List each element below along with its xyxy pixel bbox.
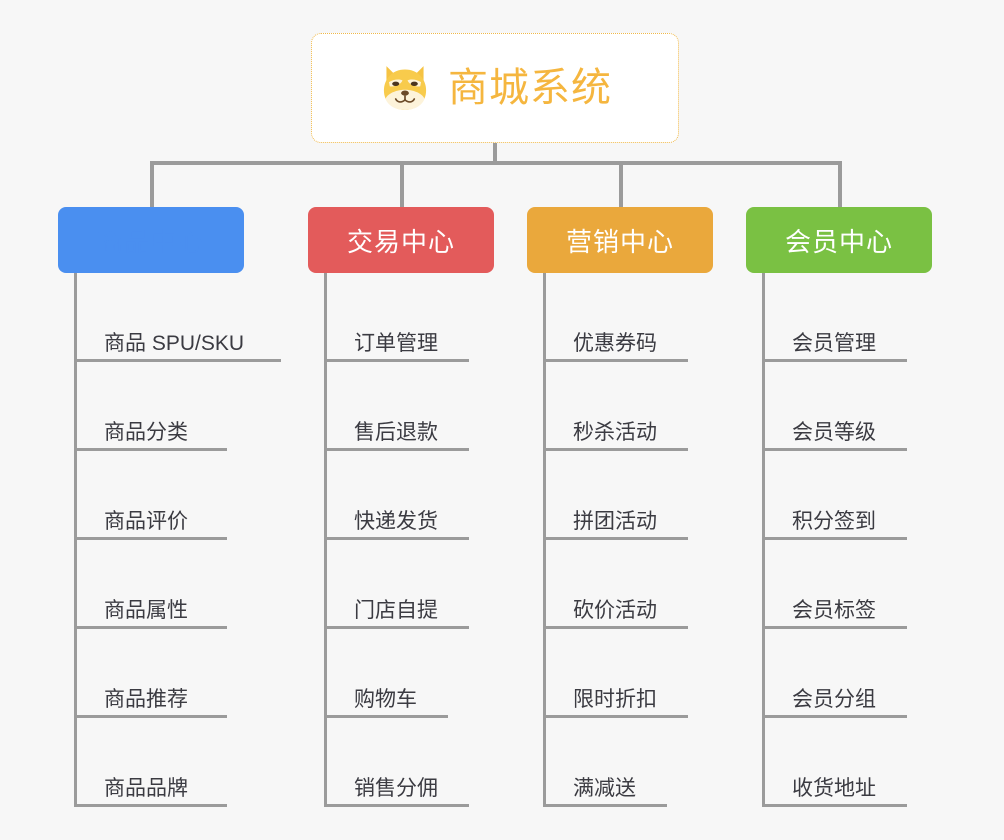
leaf-item-label: 售后退款 <box>354 421 438 444</box>
leaf-item-rule <box>324 804 469 807</box>
root-node[interactable]: 商城系统 <box>311 33 679 143</box>
leaf-item-rule <box>762 359 907 362</box>
leaf-item-rule <box>762 448 907 451</box>
leaf-item-label: 优惠券码 <box>573 332 657 355</box>
category-header-4[interactable]: 会员中心 <box>746 207 932 273</box>
category-header-2-label: 交易中心 <box>346 226 455 257</box>
leaf-item-label: 砍价活动 <box>573 599 657 622</box>
leaf-item-label: 秒杀活动 <box>573 421 657 444</box>
leaf-item-rule <box>74 804 227 807</box>
leaf-item-rule <box>324 537 469 540</box>
connector-horizontal-bus <box>150 161 842 165</box>
connector-root-stem <box>493 143 497 163</box>
leaf-item-label: 会员分组 <box>792 688 876 711</box>
column-spine-3 <box>543 273 546 807</box>
category-header-3[interactable]: 营销中心 <box>527 207 713 273</box>
connector-drop-4 <box>838 161 842 209</box>
leaf-item-label: 拼团活动 <box>573 510 657 533</box>
leaf-item-label: 商品评价 <box>104 510 188 533</box>
leaf-item-label: 积分签到 <box>792 510 876 533</box>
connector-drop-1 <box>150 161 154 209</box>
leaf-item-rule <box>324 715 448 718</box>
leaf-item-rule <box>324 626 469 629</box>
leaf-item-rule <box>74 626 227 629</box>
leaf-item-label: 满减送 <box>573 777 636 800</box>
leaf-item-label: 商品 SPU/SKU <box>104 332 245 355</box>
leaf-item-rule <box>762 715 907 718</box>
category-header-3-label: 营销中心 <box>565 226 674 257</box>
leaf-item-label: 商品分类 <box>104 421 188 444</box>
column-spine-4 <box>762 273 765 807</box>
connector-drop-3 <box>619 161 623 209</box>
leaf-item-label: 商品属性 <box>104 599 188 622</box>
leaf-item-label: 收货地址 <box>792 777 876 800</box>
leaf-item-label: 会员等级 <box>792 421 876 444</box>
leaf-item-rule <box>543 715 688 718</box>
leaf-item-rule <box>762 804 907 807</box>
shiba-dog-face-icon <box>383 66 427 110</box>
leaf-item-label: 商品推荐 <box>104 688 188 711</box>
leaf-item-label: 快递发货 <box>354 510 438 533</box>
leaf-item-rule <box>762 626 907 629</box>
leaf-item-label: 限时折扣 <box>573 688 657 711</box>
leaf-item-rule <box>543 537 688 540</box>
category-header-4-label: 会员中心 <box>784 226 893 257</box>
column-spine-2 <box>324 273 327 807</box>
leaf-item-rule <box>762 537 907 540</box>
category-header-1[interactable]: 商品中心 <box>58 207 244 273</box>
column-spine-1 <box>74 273 77 807</box>
root-title: 商城系统 <box>448 66 612 110</box>
leaf-item-rule <box>74 537 227 540</box>
leaf-item-rule <box>324 448 469 451</box>
leaf-item-rule <box>543 448 688 451</box>
connector-drop-2 <box>400 161 404 209</box>
leaf-item-rule <box>543 626 688 629</box>
leaf-item-label: 门店自提 <box>354 599 438 622</box>
leaf-item-label: 商品品牌 <box>104 777 188 800</box>
leaf-item-rule <box>543 359 688 362</box>
leaf-item-rule <box>74 448 227 451</box>
leaf-item-label: 会员标签 <box>792 599 876 622</box>
leaf-item-label: 订单管理 <box>354 332 438 355</box>
category-header-1-label: 商品中心 <box>96 226 205 257</box>
leaf-item-label: 购物车 <box>354 688 417 711</box>
leaf-item-label: 会员管理 <box>792 332 876 355</box>
leaf-item-rule <box>324 359 469 362</box>
leaf-item-label: 销售分佣 <box>354 777 438 800</box>
category-header-2[interactable]: 交易中心 <box>308 207 494 273</box>
leaf-item-rule <box>74 359 281 362</box>
leaf-item-rule <box>74 715 227 718</box>
leaf-item-rule <box>543 804 667 807</box>
